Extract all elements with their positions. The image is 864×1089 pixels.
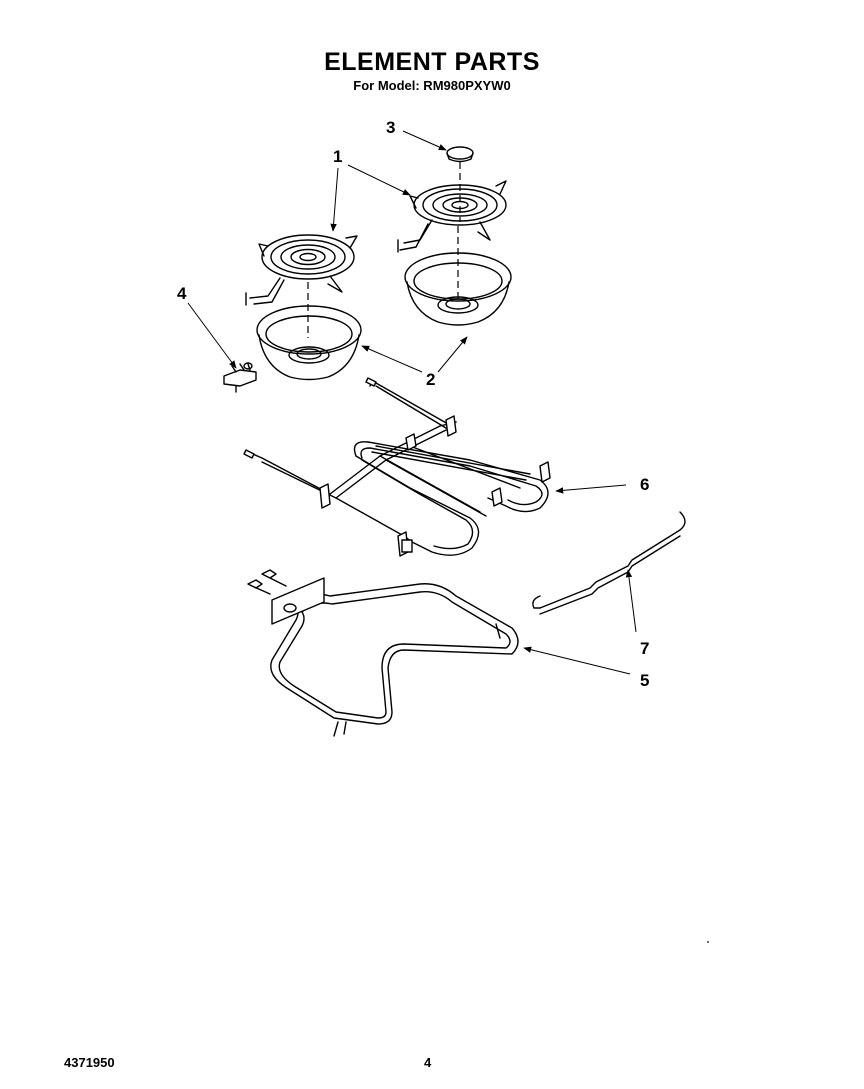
callout-4: 4 <box>177 284 187 303</box>
model-subtitle: For Model: RM980PXYW0 <box>353 78 511 93</box>
callout-3: 3 <box>386 118 395 137</box>
callout-1: 1 <box>333 147 342 166</box>
document-number: 4371950 <box>64 1055 115 1070</box>
bake-element-part <box>247 569 519 737</box>
callout-2: 2 <box>426 370 435 389</box>
page-title: ELEMENT PARTS <box>324 48 540 76</box>
callout-5: 5 <box>640 671 649 690</box>
terminal-block-part <box>223 362 257 393</box>
callout-7: 7 <box>640 639 649 658</box>
surface-element-left <box>245 234 358 306</box>
center-cap-part <box>446 146 474 163</box>
surface-element-right <box>397 180 507 253</box>
element-bracket-part <box>532 511 686 615</box>
callout-6: 6 <box>640 475 649 494</box>
drip-bowl-left <box>256 305 362 381</box>
broil-element-part <box>243 377 551 557</box>
page-number: 4 <box>424 1055 432 1070</box>
